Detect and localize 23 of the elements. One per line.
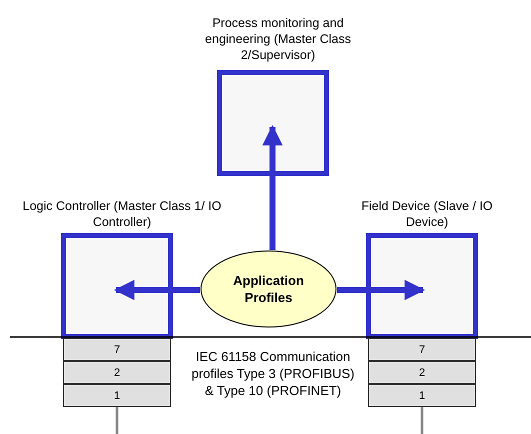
arrow [114, 280, 200, 300]
layer-cell [63, 384, 171, 407]
profile-label: Application Profiles [232, 272, 305, 306]
layer-number: 1 [114, 390, 120, 402]
cable-line [116, 407, 118, 434]
layer-number: 1 [418, 390, 426, 402]
device-heading: Process monitoring and engineering (Master Class 2/Supervisor) [204, 15, 352, 63]
layer-cell [368, 338, 476, 361]
device-heading: Field Device (Slave / IO Device) [360, 198, 494, 230]
layer-cell [368, 384, 476, 407]
device-heading: Logic Controller (Master Class 1/ IO Controller) [22, 198, 222, 230]
layer-cell [63, 361, 171, 384]
layer-number: 2 [114, 366, 120, 378]
layer-cell [368, 361, 476, 384]
standard-note: IEC 61158 Communication profiles Type 3 (PROFIBUS) & Type 10 (PROFINET) [190, 348, 356, 399]
layer-number: 7 [418, 344, 426, 356]
layer-number: 2 [418, 366, 426, 378]
layer-number: 7 [114, 344, 120, 356]
cable-line [420, 407, 424, 434]
layer-cell [63, 338, 171, 361]
profile-ellipse [200, 250, 337, 328]
arrow [337, 280, 426, 300]
arrow [262, 124, 283, 250]
